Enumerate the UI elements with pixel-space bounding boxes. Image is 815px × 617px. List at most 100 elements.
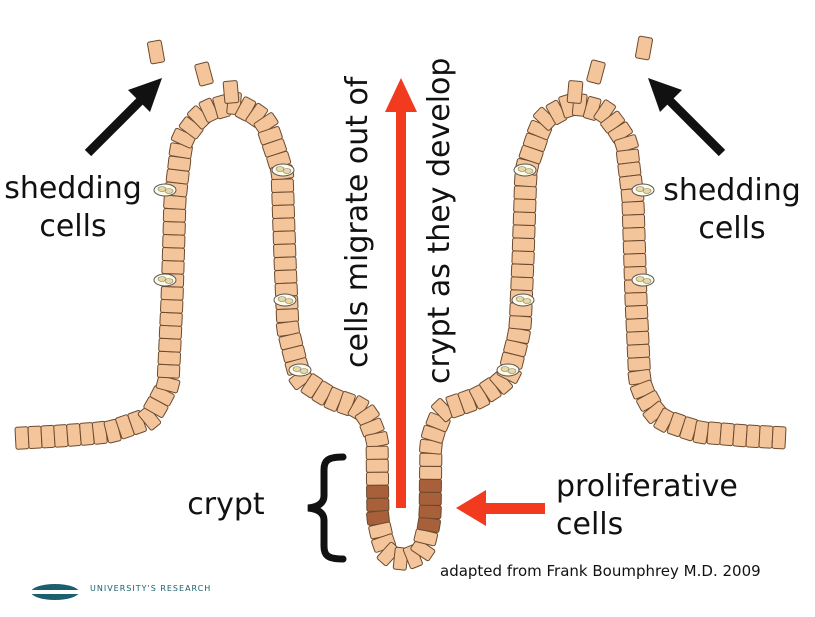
epithelial-cell — [160, 285, 184, 301]
epithelial-cell — [732, 423, 748, 448]
black-arrow-right — [648, 78, 726, 157]
epithelial-cell — [274, 269, 298, 285]
epithelial-cell — [624, 291, 648, 307]
epithelial-cell — [275, 308, 300, 323]
epithelial-cell — [624, 304, 649, 320]
epithelial-cell — [512, 224, 536, 239]
migration-arrow — [385, 78, 417, 508]
epithelial-cell — [719, 422, 735, 447]
shed-cell — [194, 61, 214, 87]
epithelial-cell — [622, 227, 646, 242]
proliferative-cell — [366, 497, 390, 512]
epithelial-cell — [160, 298, 184, 314]
epithelial-cell — [272, 230, 296, 245]
proliferative-line2: cells — [556, 507, 624, 542]
goblet-cell — [631, 273, 655, 287]
logo-text: UNIVERSITY'S RESEARCH — [90, 584, 212, 593]
shedding-left-line2: cells — [39, 209, 107, 244]
goblet-cell — [511, 293, 535, 307]
migrate-label-line1: cells migrate out of — [340, 76, 375, 368]
goblet-cell — [153, 183, 177, 197]
epithelial-cell — [745, 424, 761, 449]
university-logo — [31, 584, 79, 600]
epithelial-cell — [158, 337, 182, 353]
shedding-right-line1: shedding — [663, 173, 801, 208]
epithelial-cell — [163, 194, 187, 210]
epithelial-cell — [157, 350, 182, 366]
proliferative-cell — [418, 504, 442, 520]
proliferative-cell — [418, 491, 442, 506]
shed-cell — [147, 39, 165, 65]
goblet-cell — [496, 363, 520, 377]
crypt-brace — [307, 453, 347, 563]
shedding-cells-right-label: shedding cells — [656, 172, 808, 248]
epithelial-cell — [365, 445, 389, 460]
goblet-cell — [271, 163, 295, 177]
epithelial-cell — [271, 191, 295, 206]
epithelial-cell — [510, 263, 535, 279]
epithelial-cell — [419, 452, 443, 467]
epithelial-cell — [622, 240, 647, 255]
epithelial-cell — [706, 421, 722, 446]
epithelial-cell — [161, 247, 186, 262]
crypt-label: crypt — [187, 487, 265, 522]
epithelial-cell — [272, 217, 296, 232]
epithelial-cell — [27, 425, 43, 450]
epithelial-cell — [376, 541, 401, 567]
epithelial-cell — [14, 426, 30, 450]
goblet-cell — [153, 273, 177, 287]
epithelial-cell — [162, 208, 187, 223]
epithelial-cell — [273, 243, 297, 259]
goblet-cell — [288, 363, 312, 377]
epithelial-cell — [513, 185, 537, 200]
proliferative-cell — [418, 478, 442, 493]
shed-cell — [586, 59, 606, 85]
goblet-cell — [273, 293, 297, 307]
shed-cell — [635, 35, 653, 61]
epithelial-cell — [270, 178, 295, 193]
epithelial-cell — [771, 425, 787, 450]
epithelial-cell — [508, 314, 533, 331]
goblet-cells — [153, 163, 655, 377]
epithelial-cell — [511, 237, 536, 252]
epithelial-cell — [66, 423, 82, 447]
epithelial-cell — [159, 311, 183, 327]
epithelial-cell — [156, 363, 181, 379]
proliferative-line1: proliferative — [556, 469, 738, 504]
epithelial-cell — [621, 214, 646, 229]
epithelial-cell — [510, 276, 534, 292]
proliferative-cell — [366, 484, 390, 499]
epithelial-cell — [40, 424, 56, 449]
epithelial-cell — [626, 330, 650, 346]
goblet-cell — [513, 163, 537, 177]
black-arrow-left — [84, 78, 162, 157]
migrate-label-line2: crypt as they develop — [422, 57, 457, 384]
epithelial-cell — [365, 471, 390, 486]
epithelial-cell — [623, 253, 647, 268]
epithelial-cell — [162, 221, 186, 236]
shed-cells — [147, 35, 653, 104]
epithelial-cell — [271, 204, 296, 219]
epithelial-cell — [627, 356, 651, 372]
epithelial-cell — [162, 234, 186, 249]
epithelial-cell — [53, 424, 69, 448]
epithelial-cell — [621, 200, 645, 216]
epithelial-cell — [513, 198, 537, 213]
epithelial-cell-layer — [14, 91, 787, 571]
credit-text: adapted from Frank Boumphrey M.D. 2009 — [440, 562, 761, 580]
shedding-cells-left-label: shedding cells — [0, 170, 146, 246]
epithelial-cell — [431, 397, 455, 423]
epithelial-cell — [365, 458, 389, 473]
shedding-right-line2: cells — [698, 211, 766, 246]
epithelial-cell — [161, 260, 185, 275]
shed-cell — [566, 80, 584, 104]
goblet-cell — [631, 183, 655, 197]
epithelial-cell — [625, 317, 649, 333]
epithelial-cell — [626, 343, 651, 359]
epithelial-cell — [273, 256, 297, 272]
shed-cell — [222, 80, 240, 104]
epithelial-cell — [419, 465, 443, 480]
proliferative-arrow — [456, 490, 545, 526]
